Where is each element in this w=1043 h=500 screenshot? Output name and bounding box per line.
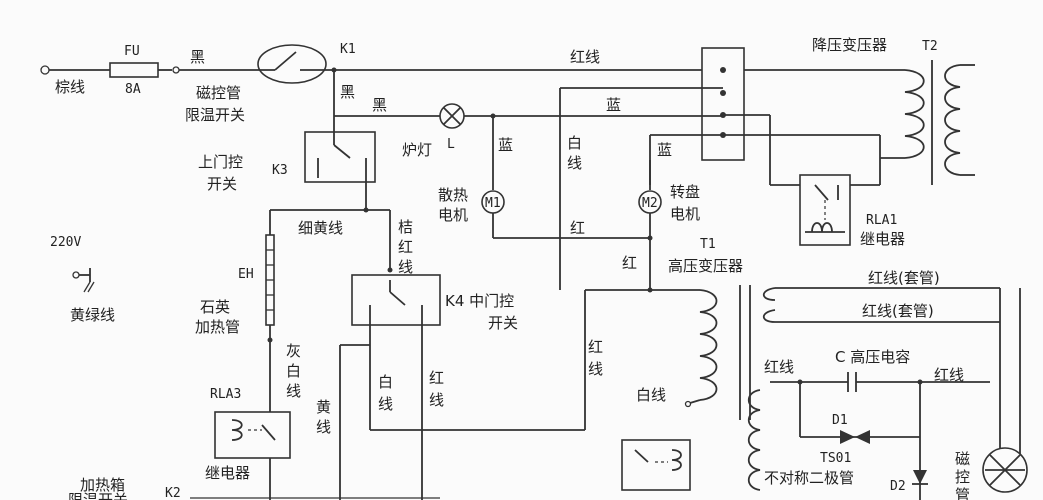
label-brown-wire: 棕线 [55,78,85,96]
label-t2: T2 [922,39,938,54]
label-k4: K4 中门控 [445,292,514,310]
label-magnetron-2: 控 [955,468,970,486]
label-eh: EH [238,267,254,282]
label-yellow-v-2: 线 [316,418,331,436]
relay-rla1 [799,174,851,246]
label-thermal-switch-2: 限温开关 [185,106,245,124]
label-red-v2-1: 红 [429,369,444,387]
label-relay3: 继电器 [205,464,250,482]
label-d2: D2 [890,479,906,494]
stepdown-transformer-t2 [880,60,975,185]
upper-door-switch-k3 [270,70,440,213]
label-gray-white-1: 灰 [286,342,301,360]
label-red-wire-top: 红线 [570,48,600,66]
label-white-v1: 白 [567,134,582,152]
label-hv-capacitor: C 高压电容 [835,348,910,366]
label-orange-red-2: 红 [398,238,413,256]
label-red-v-1: 红 [588,338,603,356]
label-orange-red-3: 线 [398,258,413,276]
label-k3: K3 [272,163,288,178]
label-red-wire-right: 红线 [934,366,964,384]
label-heater-box-2: 限温开关 [68,491,128,500]
label-fan-motor-1: 散热 [438,186,468,204]
label-red-v2-2: 线 [429,391,444,409]
label-thermal-switch-1: 磁控管 [196,84,241,102]
label-quartz-2: 加热管 [195,318,240,336]
magnetron [982,447,1028,493]
label-gray-white-3: 线 [286,382,301,400]
label-black3: 黑 [372,96,387,114]
fan-motor-m1 [481,116,600,239]
hv-transformer-t1 [585,285,1021,491]
label-red-v-2: 线 [588,360,603,378]
label-t1: T1 [700,237,716,252]
label-heater-box-1: 加热箱 [80,476,125,494]
label-blue2: 蓝 [498,136,513,154]
label-m1: M1 [485,196,501,211]
label-orange-red-1: 桔 [398,218,413,236]
oven-lamp [439,103,496,129]
label-red-sleeve-2: 红线(套管) [862,302,934,320]
label-fuse-rating: 8A [125,82,141,97]
label-red2: 红 [622,254,637,272]
label-k1: K1 [340,42,356,57]
label-quartz-1: 石英 [200,298,230,316]
mains-line [40,44,905,84]
label-upper-door-1: 上门控 [198,153,243,171]
terminal-block [493,47,881,215]
label-white-v2-2: 线 [378,395,393,413]
label-red1: 红 [570,219,585,237]
label-stepdown-transformer: 降压变压器 [812,36,887,54]
relay-rla2 [621,439,691,491]
label-lamp-l: L [447,137,455,152]
label-m2: M2 [642,196,658,211]
label-relay1: 继电器 [860,230,905,248]
label-yellow-green: 黄绿线 [70,306,115,324]
label-yellow-v-1: 黄 [316,398,331,416]
label-white-v2: 线 [567,154,582,172]
asymmetric-diode-ts01 [840,430,870,444]
label-blue3: 蓝 [657,141,672,159]
label-magnetron-3: 管 [955,486,970,500]
label-d1: D1 [832,413,848,428]
label-white-v2-1: 白 [378,373,393,391]
relay-rla3 [214,411,291,500]
quartz-heater-eh [265,210,275,420]
label-rla1: RLA1 [866,213,897,228]
label-white-wire-h: 白线 [636,386,666,404]
label-upper-door-2: 开关 [207,175,237,193]
label-red-wire-cap: 红线 [764,358,794,376]
label-fan-motor-2: 电机 [438,206,468,224]
label-asym-diode: 不对称二极管 [764,469,854,487]
label-black1: 黑 [190,48,205,66]
label-gray-white-2: 白 [286,362,301,380]
label-220v: 220V [50,235,81,250]
label-k4-sub: 开关 [488,314,518,332]
label-rla3: RLA3 [210,387,241,402]
label-hv-transformer: 高压变压器 [668,257,743,275]
label-k2: K2 [165,486,181,500]
diode-d2 [912,382,928,500]
label-fu: FU [124,44,140,59]
label-turntable-2: 电机 [670,205,700,223]
label-blue1: 蓝 [606,96,621,114]
label-oven-lamp: 炉灯 [402,141,432,159]
ground-symbol [72,268,95,293]
label-turntable-1: 转盘 [670,183,700,201]
label-thin-yellow: 细黄线 [298,219,343,237]
label-magnetron-1: 磁 [955,450,970,468]
turntable-motor-m2 [600,160,662,290]
label-red-sleeve-1: 红线(套管) [868,269,940,287]
label-ts01: TS01 [820,451,851,466]
middle-door-switch-k4 [339,210,586,500]
magnetron-thermal-switch-k1 [257,44,327,84]
labels: 棕线 FU 8A 黑 K1 磁控管 限温开关 黑 黑 红线 降压变压器 T2 蓝… [50,36,970,500]
label-black2: 黑 [340,83,355,101]
fuse-fu [109,62,159,78]
